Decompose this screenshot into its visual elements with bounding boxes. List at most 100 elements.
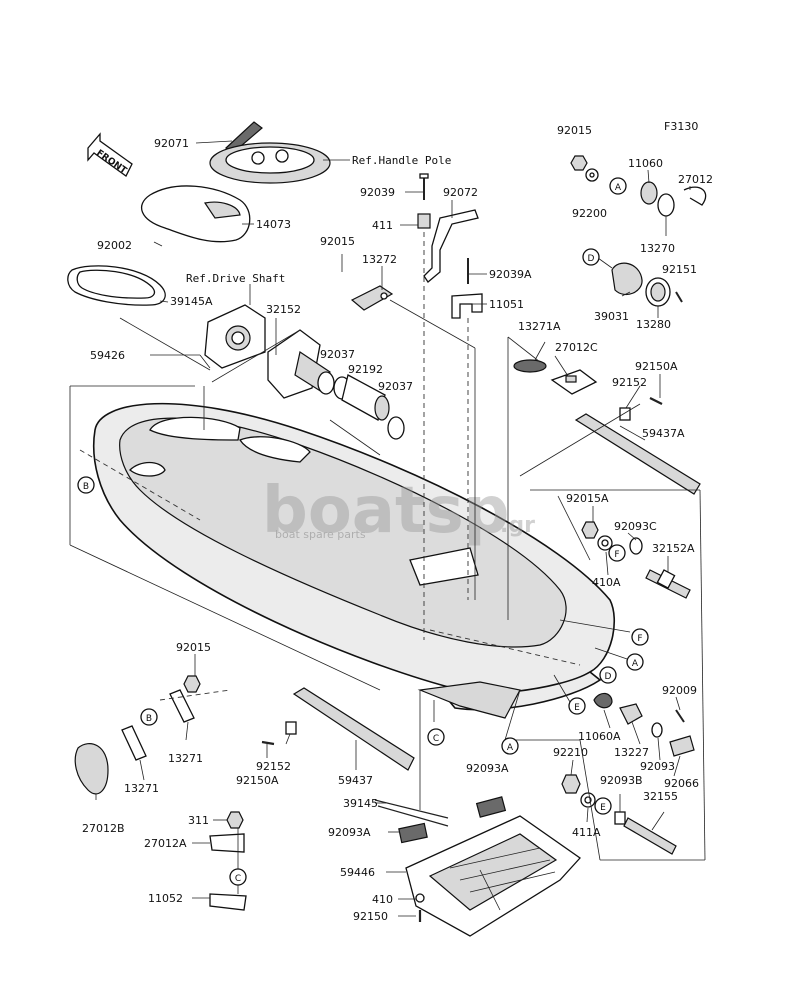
svg-text:.gr: .gr — [500, 513, 535, 538]
part-59437-rail — [292, 687, 415, 771]
label-27012: 27012 — [678, 173, 713, 186]
circle-letter-e-hull: E — [568, 697, 586, 715]
part-drive-shaft-plate — [204, 304, 266, 369]
part-92066-plug — [669, 735, 695, 757]
label-39145A: 39145A — [170, 295, 213, 308]
figure-code: F3130 — [664, 120, 698, 133]
label-59426: 59426 — [90, 349, 125, 362]
part-92150A-bolt-r — [649, 397, 663, 405]
label-410A: 410A — [592, 576, 621, 589]
part-92015-nut-top — [570, 155, 588, 171]
hull-59426 — [92, 402, 616, 719]
label-92093C: 92093C — [614, 520, 657, 533]
part-92152-spacer-l — [285, 721, 297, 735]
circle-letter-d-top: D — [582, 248, 600, 266]
label-13270: 13270 — [640, 242, 675, 255]
label-92151: 92151 — [662, 263, 697, 276]
label-59437: 59437 — [338, 774, 373, 787]
label-27012B: 27012B — [82, 822, 125, 835]
front-arrow-icon: FRONT — [87, 132, 133, 177]
label-13280: 13280 — [636, 318, 671, 331]
circle-letter-f-hull: F — [631, 628, 649, 646]
part-92015A-nut — [581, 521, 599, 539]
label-92015-top: 92015 — [557, 124, 592, 137]
part-92150A-bolt-l — [261, 740, 275, 746]
svg-text:B: B — [83, 482, 89, 492]
label-92093B: 92093B — [600, 774, 643, 787]
part-92093-ring — [651, 722, 663, 738]
part-13271-plate-b — [121, 725, 147, 761]
label-32155: 32155 — [643, 790, 678, 803]
label-92152-right: 92152 — [612, 376, 647, 389]
label-92015-left: 92015 — [176, 641, 211, 654]
label-92039A: 92039A — [489, 268, 532, 281]
svg-text:D: D — [588, 254, 595, 264]
part-92093A-pad-b — [398, 822, 428, 844]
label-92071: 92071 — [154, 137, 189, 150]
leader-lines — [69, 140, 706, 917]
circle-letter-e-right: E — [594, 797, 612, 815]
part-411-nut — [417, 213, 431, 229]
label-92072: 92072 — [443, 186, 478, 199]
circle-letter-f-right: F — [608, 544, 626, 562]
label-39145: 39145 — [343, 797, 378, 810]
label-92200: 92200 — [572, 207, 607, 220]
part-39145-seal — [374, 799, 449, 827]
label-27012A: 27012A — [144, 837, 187, 850]
part-13271A-plate — [513, 359, 547, 373]
svg-text:F: F — [637, 634, 642, 644]
label-311: 311 — [188, 814, 209, 827]
handle-pole-cover — [209, 142, 331, 184]
label-13271A: 13271A — [518, 320, 561, 333]
part-39031-housing — [611, 262, 643, 295]
part-92210-nut — [561, 774, 581, 794]
label-92009: 92009 — [662, 684, 697, 697]
label-11060A: 11060A — [578, 730, 621, 743]
part-labels: 92071 14073 92002 39145A 59426 32152 920… — [82, 124, 713, 923]
part-410-washer — [415, 893, 425, 903]
label-411: 411 — [372, 219, 393, 232]
circle-letter-c-left: C — [229, 868, 247, 886]
svg-text:A: A — [632, 659, 639, 669]
label-92093: 92093 — [640, 760, 675, 773]
label-92093A-top: 92093A — [466, 762, 509, 775]
part-92072-bracket — [423, 209, 479, 283]
label-92037-b: 92037 — [378, 380, 413, 393]
part-27012A-bracket — [209, 833, 245, 853]
label-92150A-right: 92150A — [635, 360, 678, 373]
label-32152A: 32152A — [652, 542, 695, 555]
label-32152: 32152 — [266, 303, 301, 316]
part-13280-ring — [645, 277, 671, 307]
ref-handle-pole: Ref.Handle Pole — [352, 154, 451, 167]
part-92009-screw — [675, 709, 685, 723]
label-92037-a: 92037 — [320, 348, 355, 361]
circle-letter-d-hull: D — [599, 666, 617, 684]
svg-text:E: E — [574, 703, 580, 713]
label-92002: 92002 — [97, 239, 132, 252]
part-27012C-bracket — [550, 369, 598, 395]
part-11052-bracket — [209, 893, 247, 911]
label-92015A: 92015A — [566, 492, 609, 505]
label-92152-left: 92152 — [256, 760, 291, 773]
part-59437A-rail — [574, 413, 701, 495]
label-92192: 92192 — [348, 363, 383, 376]
circle-letter-a-hull: A — [626, 653, 644, 671]
part-92093B-ring — [614, 811, 626, 825]
part-27012-ubolt — [683, 186, 707, 206]
svg-text:E: E — [600, 803, 606, 813]
label-27012C: 27012C — [555, 341, 598, 354]
part-13227-valve — [619, 703, 643, 725]
part-11051-clip — [451, 293, 483, 319]
svg-text:D: D — [605, 672, 612, 682]
label-13272: 13272 — [362, 253, 397, 266]
svg-text:C: C — [235, 874, 241, 884]
part-27012B-cover — [74, 743, 109, 795]
label-11052: 11052 — [148, 892, 183, 905]
part-32152-duct — [267, 329, 335, 399]
part-59446-grate — [405, 815, 581, 937]
circle-letter-c-bottom: C — [427, 728, 445, 746]
circle-letters: A D B F F A D E C A B C E — [77, 177, 649, 886]
label-59446: 59446 — [340, 866, 375, 879]
part-92039-bolt — [419, 173, 429, 200]
